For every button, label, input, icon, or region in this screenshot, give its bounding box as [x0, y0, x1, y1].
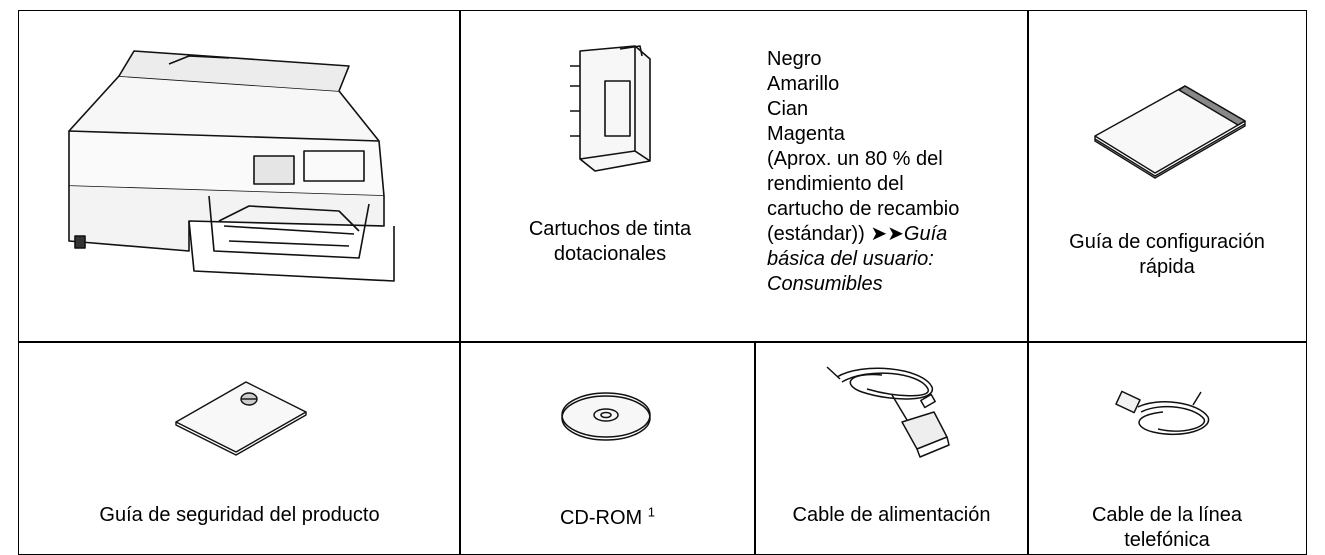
- ink-yield-note-3: cartucho de recambio: [767, 198, 960, 220]
- leaflet-icon: [175, 381, 307, 456]
- footnote-marker: 1: [647, 504, 655, 520]
- ink-color-magenta: Magenta: [767, 123, 845, 145]
- reference-text-3: Consumibles: [767, 273, 883, 295]
- phone-cable-icon: [1115, 390, 1210, 436]
- ink-color-yellow: Amarillo: [767, 73, 840, 95]
- ink-yield-note-4: (estándar)) ➤➤Guía: [767, 223, 948, 245]
- ink-details: Negro Amarillo Cian Magenta (Aprox. un 8…: [767, 47, 959, 297]
- quick-setup-guide-caption: Guía de configuración rápida: [1069, 231, 1265, 278]
- printer-cell: [18, 10, 461, 343]
- ink-cartridge-icon: [570, 45, 651, 172]
- power-cable-caption: Cable de alimentación: [792, 504, 991, 526]
- booklet-icon: [1094, 85, 1246, 179]
- phone-line-cable-cell: Cable de la línea telefónica: [1027, 341, 1307, 555]
- reference-text-2: básica del usuario:: [767, 248, 934, 270]
- power-cable-cell: Cable de alimentación: [754, 341, 1029, 555]
- ink-cartridges-cell: Cartuchos de tinta dotacionales Negro Am…: [459, 10, 1029, 343]
- reference-text-1: Guía: [903, 223, 948, 245]
- cdrom-caption: CD-ROM 1: [559, 504, 655, 529]
- ink-cartridges-caption: Cartuchos de tinta dotacionales: [528, 218, 692, 265]
- power-cable-icon: [826, 366, 950, 458]
- ink-color-black: Negro: [767, 48, 822, 70]
- reference-arrows-icon: ➤➤: [870, 223, 904, 245]
- safety-guide-caption: Guía de seguridad del producto: [99, 504, 380, 526]
- ink-yield-note-2: rendimiento del: [767, 173, 904, 195]
- ink-color-cyan: Cian: [767, 98, 809, 120]
- quick-setup-guide-cell: Guía de configuración rápida: [1027, 10, 1307, 343]
- safety-guide-cell: Guía de seguridad del producto: [18, 341, 461, 555]
- phone-line-cable-caption: Cable de la línea telefónica: [1091, 504, 1243, 551]
- ink-yield-note-1: (Aprox. un 80 % del: [767, 148, 943, 170]
- cd-icon: [561, 392, 651, 441]
- cdrom-cell: CD-ROM 1: [459, 341, 756, 555]
- printer-icon: [68, 50, 395, 282]
